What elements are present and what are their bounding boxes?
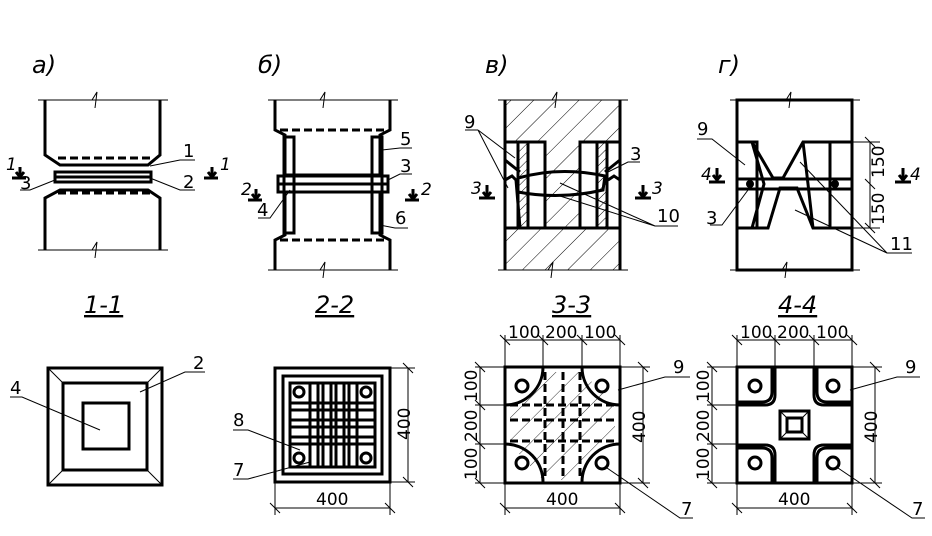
dim-400-horiz-b: 400 (316, 490, 348, 510)
callout-2-plan: 2 (193, 353, 204, 374)
variant-g-label: г) (718, 51, 740, 79)
callout-7-g: 7 (912, 499, 923, 520)
section-mark-4-right: 4 (910, 165, 921, 185)
dim-100-left-bottom-g: 100 (694, 448, 714, 480)
section-mark-2-left: 2 (241, 180, 252, 200)
dim-100-left-bottom-v: 100 (462, 448, 482, 480)
dim-200-top-g: 200 (777, 323, 809, 343)
callout-7-b: 7 (233, 460, 244, 481)
callout-9-g: 9 (697, 119, 708, 140)
section-3-3-plan (474, 334, 693, 519)
section-mark-1-right: 1 (220, 155, 231, 175)
section-title-2-2: 2-2 (315, 291, 354, 319)
section-1-1-plan (10, 366, 205, 487)
dim-400-vert-b: 400 (395, 408, 415, 440)
dim-200-left-v: 200 (462, 410, 482, 442)
dim-400-vert-g: 400 (862, 411, 882, 443)
dim-150-top: 150 (869, 146, 889, 178)
section-2-2-plan (233, 362, 415, 515)
dim-400-horiz-v: 400 (546, 490, 578, 510)
joint-g-elevation (697, 91, 912, 279)
callout-9-v: 9 (464, 112, 475, 133)
dim-100-top-right-g: 100 (816, 323, 848, 343)
joint-a-elevation (20, 91, 195, 259)
dim-400-vert-v: 400 (630, 411, 650, 443)
dim-200-top-v: 200 (545, 323, 577, 343)
callout-3-b: 3 (400, 156, 411, 177)
callout-9-plan-v: 9 (673, 357, 684, 378)
callout-7-v: 7 (681, 499, 692, 520)
callout-3-v: 3 (630, 144, 641, 165)
section-mark-3-right: 3 (652, 179, 663, 199)
joint-v-elevation (465, 91, 678, 279)
callout-10: 10 (657, 206, 680, 227)
variant-v-label: в) (485, 51, 509, 79)
variant-a-label: а) (32, 51, 56, 79)
section-4-4-plan (706, 334, 925, 519)
callout-2: 2 (183, 172, 194, 193)
section-title-3-3: 3-3 (552, 291, 591, 319)
callout-3: 3 (20, 173, 31, 194)
section-title-1-1: 1-1 (84, 291, 123, 319)
section-mark-2-right: 2 (421, 180, 432, 200)
dim-100-top-left-v: 100 (508, 323, 540, 343)
dim-100-top-left-g: 100 (740, 323, 772, 343)
dim-100-left-top-g: 100 (694, 370, 714, 402)
joint-b-elevation (258, 91, 412, 279)
section-mark-3-left: 3 (471, 179, 482, 199)
section-mark-4-left: 4 (701, 165, 712, 185)
callout-11: 11 (890, 234, 913, 255)
section-title-4-4: 4-4 (778, 291, 817, 319)
callout-4: 4 (257, 200, 268, 221)
callout-1: 1 (183, 141, 194, 162)
dim-100-left-top-v: 100 (462, 370, 482, 402)
callout-4-plan: 4 (10, 378, 21, 399)
callout-6: 6 (395, 208, 406, 229)
callout-3-g: 3 (706, 208, 717, 229)
callout-9-plan-g: 9 (905, 357, 916, 378)
dim-150-bottom: 150 (869, 193, 889, 225)
dim-400-horiz-g: 400 (778, 490, 810, 510)
dim-200-left-g: 200 (694, 410, 714, 442)
dim-100-top-right-v: 100 (584, 323, 616, 343)
section-mark-1-left: 1 (6, 155, 17, 175)
variant-b-label: б) (258, 51, 282, 79)
callout-5: 5 (400, 129, 411, 150)
callout-8: 8 (233, 410, 244, 431)
